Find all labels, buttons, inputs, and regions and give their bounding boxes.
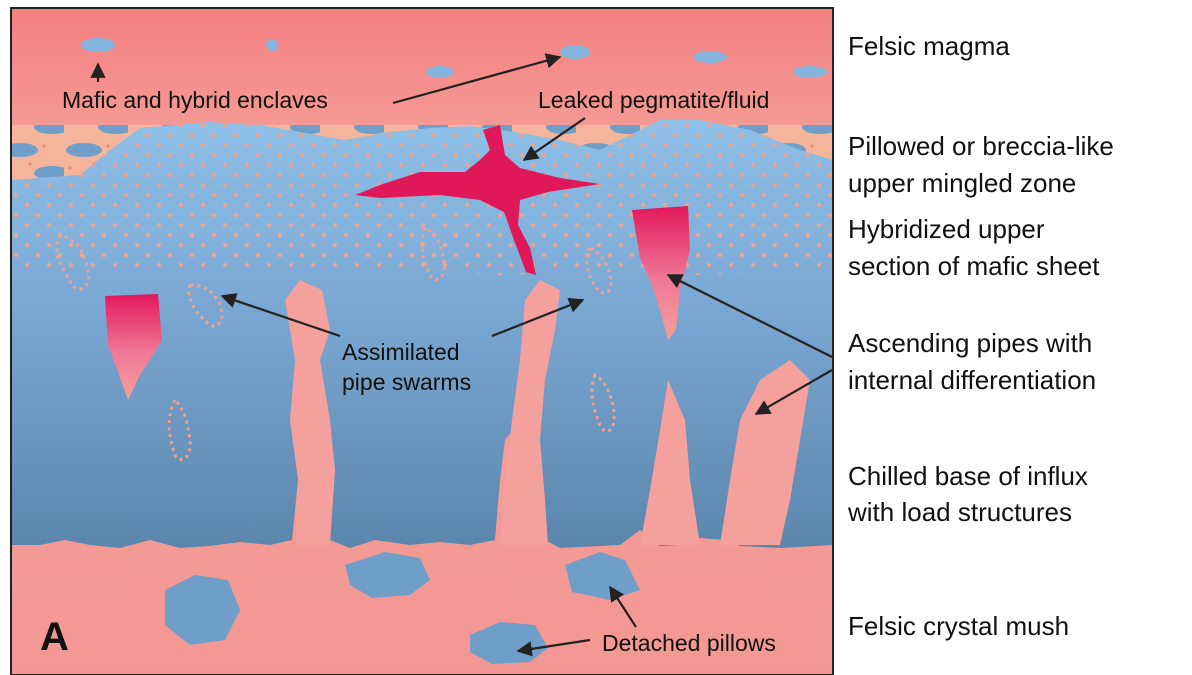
legend-pillowed-line1: Pillowed or breccia-like	[848, 131, 1114, 161]
legend-pipes-line1: Ascending pipes with	[848, 328, 1092, 358]
legend-hybrid-line2: section of mafic sheet	[848, 251, 1100, 281]
legend-chilled-line1: Chilled base of influx	[848, 461, 1088, 491]
layer-legend: Felsic magma Pillowed or breccia-like up…	[847, 31, 1114, 641]
label-detached-pillows: Detached pillows	[602, 630, 776, 656]
legend-crystal-mush: Felsic crystal mush	[848, 611, 1069, 641]
label-assimilated-line1: Assimilated	[342, 339, 460, 365]
legend-felsic-magma: Felsic magma	[848, 31, 1010, 61]
label-enclaves: Mafic and hybrid enclaves	[62, 87, 328, 113]
legend-chilled-line2: with load structures	[847, 497, 1072, 527]
panel-letter: A	[40, 615, 69, 659]
label-pegmatite: Leaked pegmatite/fluid	[538, 87, 769, 113]
hybridized-upper-section	[11, 120, 833, 275]
legend-pillowed-line2: upper mingled zone	[848, 168, 1076, 198]
legend-pipes-line2: internal differentiation	[848, 365, 1096, 395]
legend-hybrid-line1: Hybridized upper	[848, 214, 1045, 244]
label-assimilated-line2: pipe swarms	[342, 369, 471, 395]
